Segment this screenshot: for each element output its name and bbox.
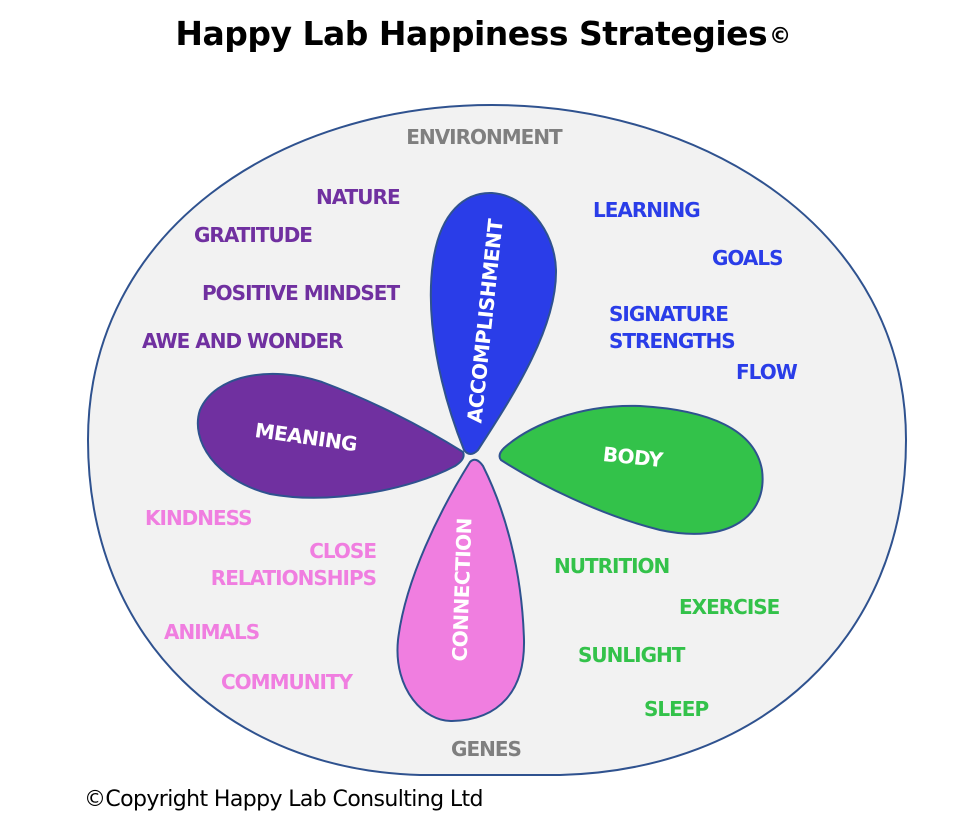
strategy-flow: FLOW	[736, 360, 798, 384]
environment-label: ENVIRONMENT	[406, 125, 563, 149]
strategy-close: CLOSE	[309, 539, 376, 563]
strategy-sunlight: SUNLIGHT	[578, 643, 686, 667]
connection-label: CONNECTION	[448, 518, 477, 662]
strategy-nutrition: NUTRITION	[554, 554, 669, 578]
petal-connection	[396, 458, 526, 723]
strategy-strengths: STRENGTHS	[609, 329, 735, 353]
strategy-positive-mindset: POSITIVE MINDSET	[202, 281, 400, 305]
strategy-signature: SIGNATURE	[609, 302, 728, 326]
outer-boundary	[86, 103, 908, 776]
strategy-animals: ANIMALS	[164, 620, 259, 644]
meaning-strategies: NATURE GRATITUDE POSITIVE MINDSET AWE AN…	[142, 185, 401, 353]
copyright-mark: ©	[769, 24, 791, 49]
strategy-gratitude: GRATITUDE	[194, 223, 312, 247]
strategy-exercise: EXERCISE	[679, 595, 780, 619]
strategy-nature: NATURE	[316, 185, 400, 209]
copyright-footer: ©Copyright Happy Lab Consulting Ltd	[84, 787, 484, 812]
strategy-community: COMMUNITY	[221, 670, 354, 694]
strategy-relationships: RELATIONSHIPS	[211, 566, 376, 590]
accomplishment-strategies: LEARNING GOALS SIGNATURE STRENGTHS FLOW	[593, 198, 799, 384]
strategy-sleep: SLEEP	[644, 697, 708, 721]
strategy-goals: GOALS	[712, 246, 783, 270]
strategy-awe-and-wonder: AWE AND WONDER	[142, 329, 343, 353]
petal-body	[498, 404, 764, 535]
petal-accomplishment	[429, 191, 558, 455]
strategy-kindness: KINDNESS	[145, 506, 252, 530]
page-title: Happy Lab Happiness Strategies©	[0, 14, 966, 53]
title-text: Happy Lab Happiness Strategies	[175, 14, 768, 53]
genes-label: GENES	[451, 737, 521, 761]
connection-strategies: KINDNESS CLOSE RELATIONSHIPS ANIMALS COM…	[145, 506, 377, 694]
strategy-learning: LEARNING	[593, 198, 700, 222]
body-strategies: NUTRITION EXERCISE SUNLIGHT SLEEP	[554, 554, 781, 721]
petal-meaning	[196, 372, 465, 499]
